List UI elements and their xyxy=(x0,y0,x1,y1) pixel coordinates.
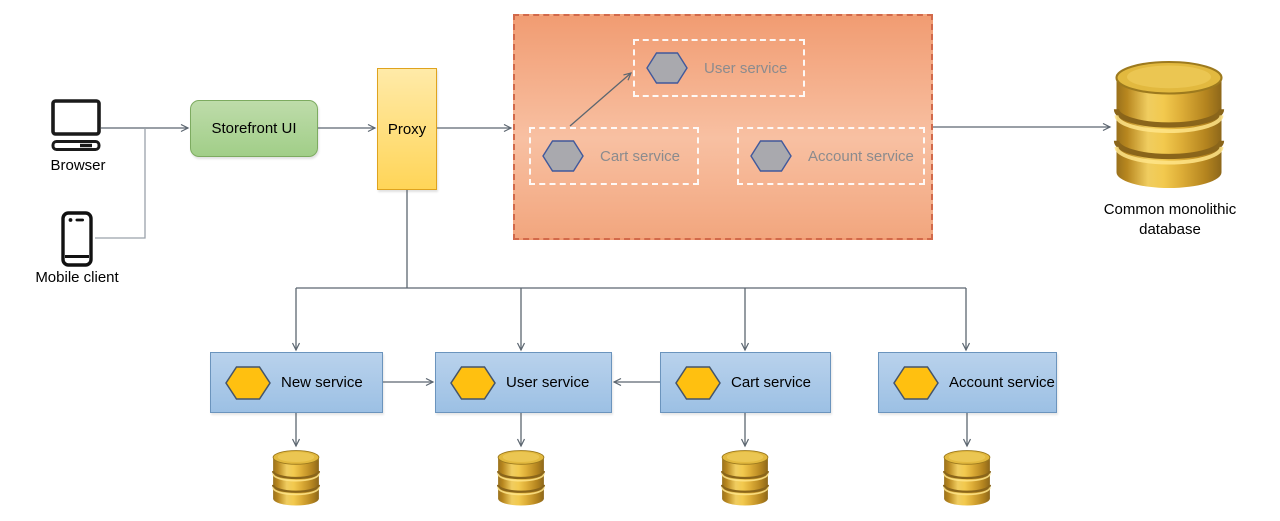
monolith-account-service-label: Account service xyxy=(808,147,914,165)
gold-hexagon-icon xyxy=(893,365,939,400)
database-cylinder-icon xyxy=(271,450,321,506)
common-database-label: Common monolithic database xyxy=(1085,200,1255,239)
database-cylinder-icon xyxy=(942,450,992,506)
monitor-icon xyxy=(51,99,101,151)
mobile-client-label: Mobile client xyxy=(35,269,119,286)
database-cylinder-icon xyxy=(496,450,546,506)
smartphone-icon xyxy=(61,211,93,267)
storefront-ui-node: Storefront UI xyxy=(190,100,318,157)
new-service-node: New service xyxy=(210,352,383,413)
gold-hexagon-icon xyxy=(450,365,496,400)
storefront-ui-label: Storefront UI xyxy=(211,120,297,137)
proxy-label: Proxy xyxy=(387,120,427,138)
gray-hexagon-icon xyxy=(646,52,688,84)
gray-hexagon-icon xyxy=(750,140,792,172)
monolith-account-service: Account service xyxy=(737,127,925,185)
browser-label: Browser xyxy=(50,157,106,174)
monolith-panel: User service Cart service Account servic… xyxy=(513,14,933,240)
account-service-node: Account service xyxy=(878,352,1057,413)
proxy-node: Proxy xyxy=(377,68,437,190)
monolith-cart-service: Cart service xyxy=(529,127,699,185)
cart-service-node: Cart service xyxy=(660,352,831,413)
monolith-cart-service-label: Cart service xyxy=(600,147,681,165)
user-service-node: User service xyxy=(435,352,612,413)
new-service-label: New service xyxy=(281,374,363,391)
database-cylinder-icon xyxy=(720,450,770,506)
connector-mobile-to-junction xyxy=(95,129,146,239)
common-database-label-line2: database xyxy=(1139,220,1201,238)
common-database-label-line1: Common monolithic xyxy=(1103,201,1237,218)
database-cylinder-icon xyxy=(1113,60,1225,188)
gold-hexagon-icon xyxy=(675,365,721,400)
gold-hexagon-icon xyxy=(225,365,271,400)
gray-hexagon-icon xyxy=(542,140,584,172)
cart-service-label: Cart service xyxy=(731,374,812,391)
user-service-label: User service xyxy=(506,374,590,391)
account-service-label: Account service xyxy=(949,374,1055,391)
monolith-user-service: User service xyxy=(633,39,805,97)
monolith-user-service-label: User service xyxy=(704,59,788,77)
